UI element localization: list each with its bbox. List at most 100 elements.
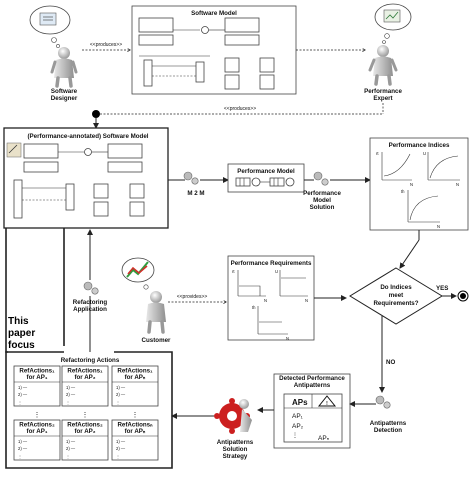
ellipsis: ⋮ [82, 412, 89, 419]
report-icon [383, 9, 401, 23]
apn-label: APₙ [318, 435, 330, 442]
detected-antipatterns-title-2: Antipatterns [294, 382, 331, 389]
performance-indices-box: Performance Indices rt N U N th N [369, 137, 469, 231]
growth-chart-icon [126, 261, 149, 278]
axis-label: N [410, 182, 413, 187]
refactoring-action-step: 1) — [18, 385, 28, 390]
refactoring-action-step: 1) — [18, 439, 28, 444]
decision-label-2: meet [389, 292, 403, 299]
detected-antipatterns-box: Detected Performance Antipatterns APs ! … [273, 373, 351, 449]
no-label: NO [386, 359, 395, 366]
ellipsis: ⋮ [34, 412, 41, 419]
refactoring-action-title: RefActions₁ [19, 368, 55, 375]
antipatterns-solution-label-3: Strategy [223, 453, 248, 460]
refactoring-action-step: 1) — [66, 385, 76, 390]
paper-focus-label-2: paper [8, 328, 35, 339]
perf-model-solution-label: Performance [303, 190, 341, 197]
annotated-model-title: (Performance-annotated) Software Model [27, 133, 148, 140]
annotated-software-model-box: (Performance-annotated) Software Model [3, 127, 169, 229]
software-model-box: Software Model [131, 5, 297, 95]
refactoring-action-step: 2) — [116, 446, 126, 451]
refactoring-action-step: 2) — [18, 392, 28, 397]
refactoring-action-title: RefActionsₙ [117, 422, 153, 429]
performance-expert-label-2: Expert [373, 95, 392, 102]
paper-focus-frame [5, 351, 173, 469]
antipatterns-detection-label-2: Detection [374, 427, 402, 434]
refactoring-action-title: RefActions₁ [117, 368, 153, 375]
person-head-icon [150, 291, 162, 303]
refactoring-action-step: ⋮ [66, 400, 70, 405]
refactoring-action-step: 1) — [66, 439, 76, 444]
refactoring-action-step: 1) — [116, 385, 126, 390]
refactoring-action-title: RefActions₁ [67, 368, 103, 375]
refactoring-action-step: ⋮ [66, 454, 70, 459]
detection-gear-icon [375, 395, 391, 409]
refactoring-action-title: for AP₂ [74, 374, 95, 381]
refactoring-action-title: for AP₁ [27, 374, 48, 381]
antipatterns-solution-label-2: Solution [223, 446, 248, 453]
refactoring-gear-icon [83, 281, 99, 295]
axis-label: th [401, 189, 405, 194]
aps-header: APs [292, 398, 308, 407]
decision-diamond: Do Indices meet Requirements? [349, 267, 443, 325]
refactoring-action-step: 2) — [18, 446, 28, 451]
solution-strategy-gear-icon [214, 398, 252, 434]
software-designer-label-2: Designer [51, 95, 78, 102]
m2m-gear-icon [183, 171, 199, 185]
customer-figure [121, 257, 166, 334]
axis-label: N [437, 224, 440, 229]
warning-icon [317, 395, 337, 407]
perf-model-solution-label-2: Model [313, 197, 331, 204]
decision-label-3: Requirements? [373, 300, 418, 307]
produces-label-top: <<produces>> [90, 42, 122, 48]
axis-label: rt [376, 151, 379, 156]
refactoring-action-step: ⋮ [18, 400, 22, 405]
provides-label: <<provides>> [177, 294, 208, 300]
m2m-label: M 2 M [187, 190, 204, 197]
refactoring-action-step: 2) — [66, 446, 76, 451]
decision-label: Do Indices [380, 284, 412, 291]
ap2-label: AP₂ [292, 423, 304, 430]
performance-model-box: Performance Model [227, 163, 305, 193]
performance-indices-title: Performance Indices [389, 142, 450, 149]
refactoring-action-step: 2) — [66, 392, 76, 397]
axis-label: N [305, 298, 308, 303]
svg-text:!: ! [326, 401, 328, 407]
antipatterns-detection-label: Antipatterns [370, 420, 407, 427]
paper-focus-label-3: focus [8, 340, 35, 351]
refactoring-action-title: for AP₂ [74, 428, 95, 435]
ellipsis: ⋮ [132, 412, 139, 419]
person-head-icon [377, 45, 389, 57]
axis-label: N [286, 336, 289, 341]
software-model-title: Software Model [191, 10, 237, 17]
refactoring-action-title: for AP₁ [27, 428, 48, 435]
start-node [92, 110, 100, 118]
axis-label: U [423, 151, 426, 156]
software-designer-label: Software [51, 88, 78, 95]
axis-label: rt [232, 269, 235, 274]
detected-antipatterns-title: Detected Performance [279, 375, 345, 382]
refactoring-application-label: Refactoring [73, 299, 108, 306]
antipatterns-solution-label: Antipatterns [217, 439, 254, 446]
software-designer-figure [29, 5, 78, 88]
refactoring-action-step: ⋮ [116, 400, 120, 405]
refactoring-action-title: RefActions₂ [67, 422, 103, 429]
refactoring-action-title: RefActions₂ [19, 422, 55, 429]
refactoring-action-step: 2) — [116, 392, 126, 397]
notes-icon [6, 142, 22, 158]
ap1-label: AP₁ [292, 413, 304, 420]
axis-label: N [456, 182, 459, 187]
person-head-icon [58, 47, 70, 59]
refactoring-application-label-2: Application [73, 306, 107, 313]
performance-expert-figure [368, 3, 412, 86]
customer-label: Customer [142, 337, 171, 344]
document-icon [39, 12, 57, 26]
refactoring-actions-title: Refactoring Actions [61, 357, 120, 364]
performance-requirements-box: Performance Requirements rt N U N th N [227, 255, 315, 341]
